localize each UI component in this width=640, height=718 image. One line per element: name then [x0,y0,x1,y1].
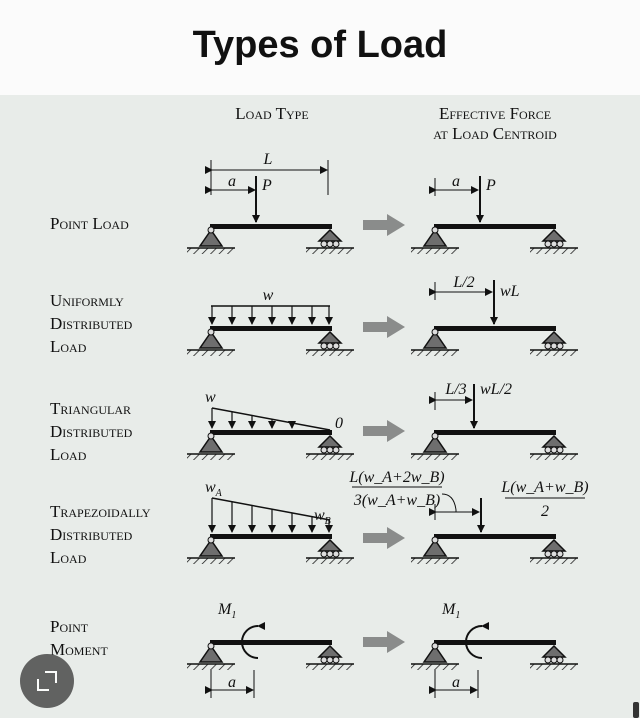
udl-right: L/2 wL [410,274,579,357]
label-a: a [228,674,236,691]
transform-arrow-2 [363,316,405,338]
beam [434,326,556,331]
diagram-panel [0,95,640,718]
row-label-trap-2: Distributed [50,525,133,544]
beam [210,640,332,645]
beam [434,224,556,229]
transform-arrow-3 [363,420,405,442]
roller-support [529,229,579,255]
beam [210,326,332,331]
collapse-corner-icon [37,671,57,691]
label-P: P [485,177,496,194]
roller-support [529,331,579,357]
row-label-moment-2: Moment [50,640,108,659]
trap-left-numerator: L(w_A+2w_B) [348,469,444,486]
pin-support [410,226,460,255]
beam [210,430,332,435]
moment-arc [465,621,490,659]
beam [434,640,556,645]
roller-support [529,539,579,565]
triangular-left: w 0 [186,389,355,461]
label-a: a [228,173,236,190]
row-label-point-load: Point Load [50,214,129,233]
moment-right: M1 a [410,601,579,698]
beam [434,430,556,435]
pin-support [186,432,236,461]
page-title: Types of Load [192,24,448,66]
pin-support [410,328,460,357]
trap-left-denominator: 3(w_A+w_B) [353,492,440,509]
row-label-tri-3: Load [50,445,87,464]
beam [210,224,332,229]
roller-support [305,435,355,461]
pin-support [186,226,236,255]
label-wA: wA [205,479,223,499]
beam [434,534,556,539]
roller-support [305,331,355,357]
row-label-trap-1: Trapezoidally [50,502,151,521]
point-load-left: L a P [186,151,355,255]
moment-arc [241,621,266,659]
title-bar: Types of Load [0,0,640,95]
row-label-udl-3: Load [50,337,87,356]
trap-right-numerator: L(w_A+w_B) [500,479,588,496]
header-effective-force: Effective Force [439,104,551,123]
header-load-centroid: at Load Centroid [433,124,557,143]
pin-support [186,328,236,357]
row-label-trap-3: Load [50,548,87,567]
udl-left: w [186,287,355,357]
transform-arrow-1 [363,214,405,236]
transform-arrow-4 [363,527,405,549]
row-label-tri-1: Triangular [50,399,131,418]
label-M1: M1 [441,601,460,621]
roller-support [529,435,579,461]
label-L: L [263,151,273,168]
label-w: w [205,389,216,406]
moment-left: M1 a [186,601,355,698]
header-load-type: Load Type [235,104,308,123]
label-zero: 0 [335,415,343,432]
row-label-udl-1: Uniformly [50,291,124,310]
label-a: a [452,674,460,691]
label-L3: L/3 [444,381,466,398]
row-label-moment-1: Point [50,617,89,636]
pin-support [410,642,460,671]
collapse-corner-button[interactable] [20,654,74,708]
label-wB: wB [314,507,331,527]
pin-support [410,432,460,461]
label-M1: M1 [217,601,236,621]
beam [210,534,332,539]
point-load-right: a P [410,173,579,255]
label-wL2: wL/2 [480,381,512,398]
row-label-udl-2: Distributed [50,314,133,333]
pin-support [186,642,236,671]
label-L2: L/2 [452,274,474,291]
transform-arrow-5 [363,631,405,653]
roller-support [305,229,355,255]
label-wL: wL [500,283,520,300]
trapezoidal-left: wA wB [186,479,355,565]
trapezoidal-right: L(w_A+2w_B) 3(w_A+w_B) L(w_A+w_B) 2 [348,469,589,565]
row-label-tri-2: Distributed [50,422,133,441]
roller-support [529,645,579,671]
pin-support [186,536,236,565]
trap-right-denominator: 2 [541,503,549,520]
label-a: a [452,173,460,190]
scroll-handle[interactable] [633,702,639,718]
roller-support [305,539,355,565]
pin-support [410,536,460,565]
triangular-right: L/3 wL/2 [410,381,579,461]
label-w: w [263,287,274,304]
roller-support [305,645,355,671]
label-P: P [261,177,272,194]
